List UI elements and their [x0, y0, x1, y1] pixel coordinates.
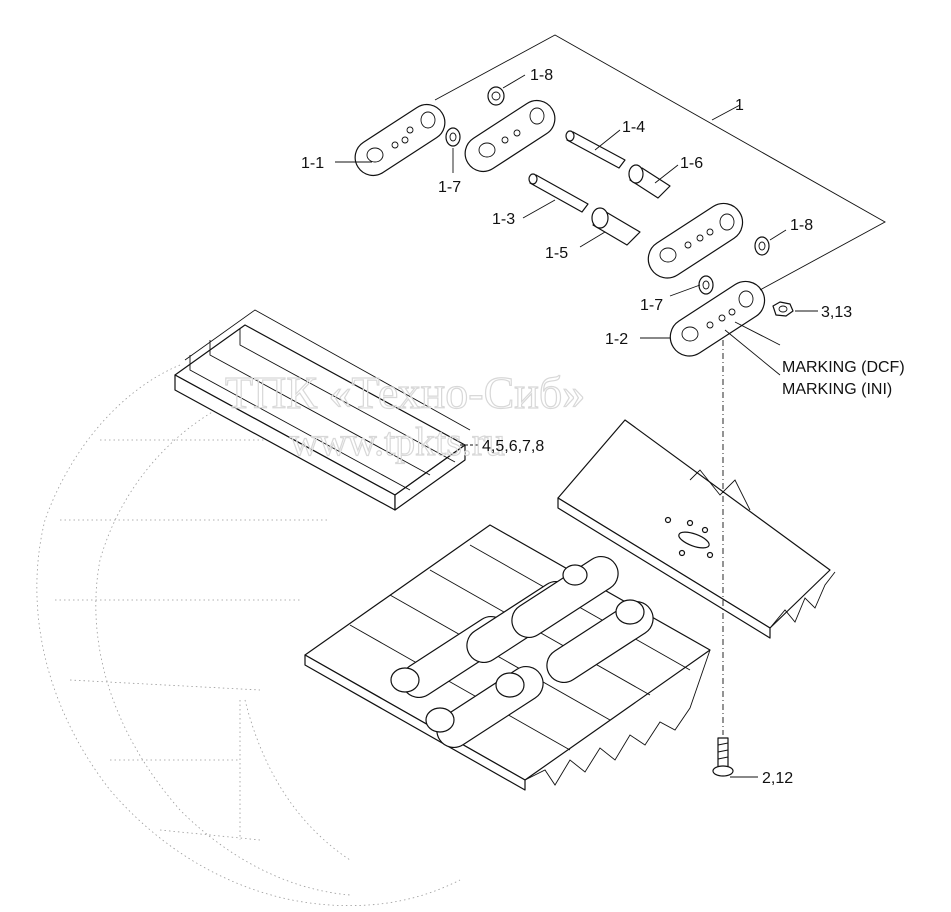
label-1-2: 1-2 [605, 331, 628, 348]
bolt-2-12 [712, 737, 734, 777]
link-1-1 [354, 103, 446, 177]
label-4-8: 4,5,6,7,8 [482, 438, 544, 455]
pin-1-3 [528, 173, 589, 213]
watermark-url: www.tpkts.ru [290, 419, 505, 464]
leader-lines [335, 34, 886, 778]
pin-1-4 [565, 130, 626, 169]
label-1-3: 1-3 [492, 211, 515, 228]
track-shoe-single [557, 419, 836, 639]
bushing-1-6 [628, 164, 671, 199]
washer-1-7-upper [445, 127, 461, 147]
chain-links [390, 555, 654, 749]
label-1-4: 1-4 [622, 119, 645, 136]
label-1: 1 [735, 97, 744, 114]
watermark: ТПК «Техно-Сиб» www.tpkts.ru [224, 366, 585, 464]
link-1-2 [669, 280, 766, 357]
watermark-company: ТПК «Техно-Сиб» [225, 367, 585, 418]
label-marking-dcf: MARKING (DCF) [782, 359, 905, 376]
link-right-upper [647, 202, 744, 279]
nut-3-13 [772, 301, 794, 317]
washer-1-8-upper [487, 86, 505, 106]
track-shoe-upper [174, 309, 471, 511]
label-marking-ini: MARKING (INI) [782, 381, 892, 398]
label-1-6: 1-6 [680, 155, 703, 172]
label-1-1: 1-1 [301, 155, 324, 172]
bushing-1-5 [591, 207, 641, 246]
label-2-12: 2,12 [762, 770, 793, 787]
label-1-5: 1-5 [545, 245, 568, 262]
label-1-7-upper: 1-7 [438, 179, 461, 196]
track-section-assembled [304, 524, 711, 791]
exploded-parts [354, 86, 794, 777]
part-labels: 1 1-1 1-7 1-8 1-4 1-6 1-3 1-5 1-8 1-7 1-… [301, 67, 905, 787]
washer-1-8-lower [754, 236, 770, 256]
label-1-7-lower: 1-7 [640, 297, 663, 314]
label-3-13: 3,13 [821, 304, 852, 321]
label-1-8-upper: 1-8 [530, 67, 553, 84]
washer-1-7-lower [698, 275, 714, 295]
label-1-8-lower: 1-8 [790, 217, 813, 234]
link-1-1-pair [464, 99, 556, 173]
